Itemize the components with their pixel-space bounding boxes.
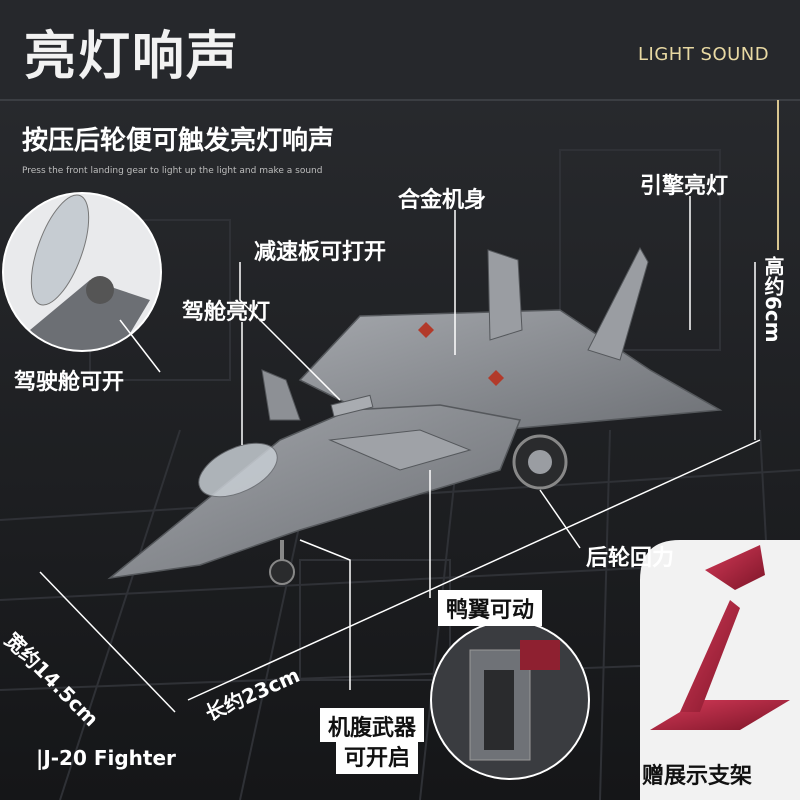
cockpit-inset — [2, 192, 162, 352]
gift-stand-label: 赠展示支架 — [642, 764, 753, 789]
label-rear-wheel: 后轮回力 — [586, 546, 675, 571]
weapon-bay-inset — [430, 620, 590, 780]
model-name-text: J-20 Fighter — [43, 746, 176, 770]
dimension-height: 高约6cm — [761, 256, 785, 343]
stand-panel — [640, 540, 800, 800]
label-speed-brake: 减速板可打开 — [254, 240, 387, 265]
label-cockpit-light: 驾舱亮灯 — [182, 300, 271, 325]
header-band — [0, 0, 800, 100]
label-weapons-line1: 机腹武器 — [320, 708, 425, 742]
label-cockpit-open: 驾驶舱可开 — [14, 370, 125, 395]
label-canard: 鸭翼可动 — [438, 590, 543, 626]
j20-aircraft — [107, 246, 723, 585]
page-title: 亮灯响声 — [24, 27, 241, 87]
label-alloy-body: 合金机身 — [398, 188, 487, 213]
label-weapons-line2: 可开启 — [336, 738, 419, 774]
callout-lines — [39, 196, 761, 713]
subtitle-english: Press the front landing gear to light up… — [22, 166, 323, 176]
label-engine-light: 引擎亮灯 — [640, 174, 729, 199]
light-sound-badge: LIGHT SOUND — [638, 44, 770, 65]
subtitle: 按压后轮便可触发亮灯响声 — [22, 126, 335, 156]
model-name: |J-20 Fighter — [36, 746, 176, 770]
